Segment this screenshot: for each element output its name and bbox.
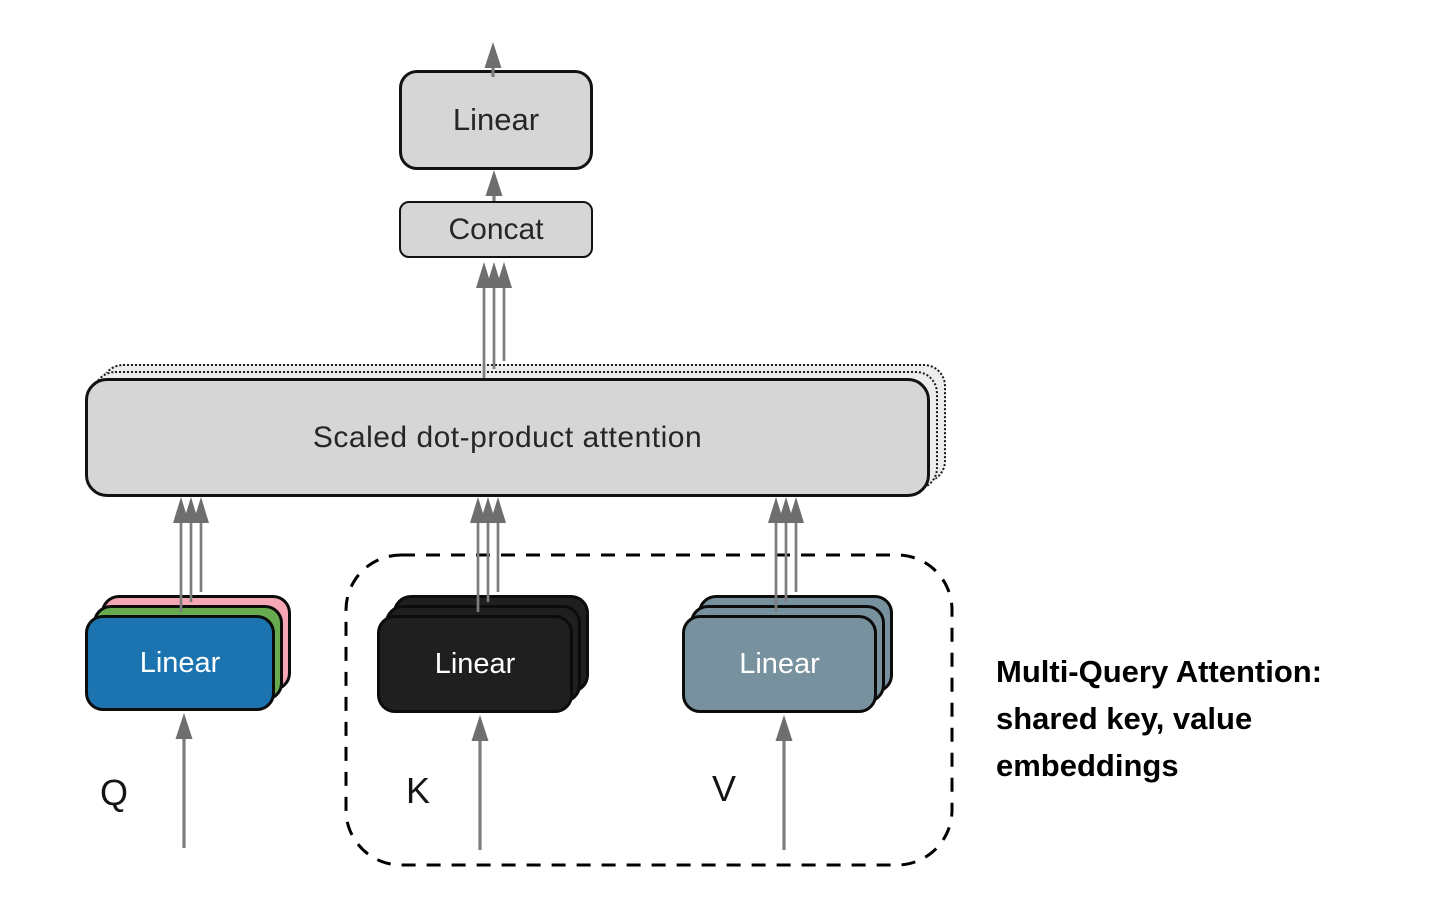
- v-input-label: V: [712, 768, 737, 809]
- q-linear-card-front: Linear: [85, 615, 275, 711]
- scaled-dot-product-attention-box: Scaled dot-product attention: [85, 378, 930, 497]
- output-linear-label: Linear: [452, 102, 540, 137]
- caption-line-3: embeddings: [996, 748, 1179, 783]
- k-linear-label: Linear: [434, 647, 516, 680]
- output-linear-box: Linear: [399, 70, 593, 170]
- caption-line-1: Multi-Query Attention:: [996, 654, 1323, 689]
- q-input-label: Q: [100, 772, 129, 813]
- concat-to-linear-arrow: [485, 170, 503, 201]
- k-input-arrow: [471, 715, 489, 850]
- attention-to-concat-arrows: [476, 262, 512, 378]
- v-linear-card-front: Linear: [682, 615, 877, 713]
- q-input-arrow: [175, 713, 193, 848]
- caption-line-2: shared key, value: [996, 701, 1253, 736]
- concat-box: Concat: [399, 201, 593, 258]
- caption-text: Multi-Query Attention: shared key, value…: [996, 648, 1448, 789]
- k-linear-card-front: Linear: [377, 615, 573, 713]
- concat-label: Concat: [448, 212, 544, 246]
- k-input-label: K: [406, 770, 431, 811]
- v-input-arrow: [775, 715, 793, 850]
- v-linear-label: Linear: [739, 647, 820, 680]
- scaled-dot-product-attention-label: Scaled dot-product attention: [312, 420, 703, 454]
- q-linear-label: Linear: [139, 646, 221, 679]
